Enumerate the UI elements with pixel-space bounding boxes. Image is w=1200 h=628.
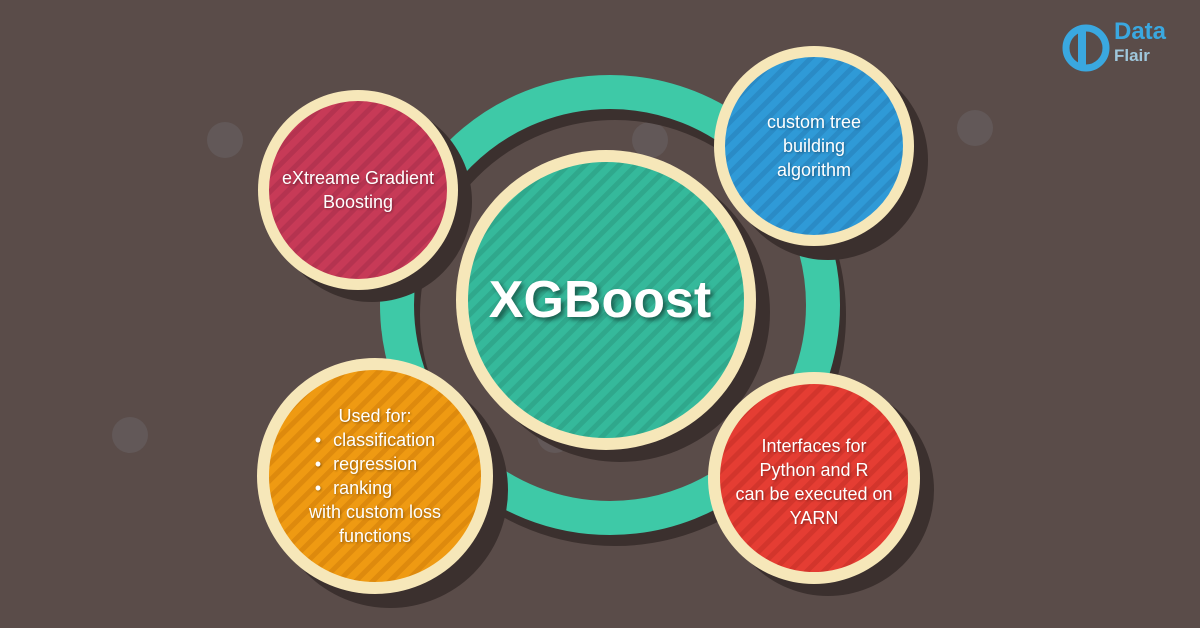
- node-top-left-circle: [269, 101, 447, 279]
- used-for-item-regression: regression: [315, 452, 435, 476]
- logo-text-flair: Flair: [1114, 46, 1150, 65]
- used-for-heading: Used for:: [338, 406, 412, 426]
- node-top-left-text: eXtreame Gradient Boosting: [281, 168, 435, 212]
- used-for-item-ranking: ranking: [315, 476, 435, 500]
- node-top-right-text: custom tree building algorithm: [766, 112, 862, 180]
- outer-ring: [380, 75, 840, 535]
- used-for-footer: with custom loss functions: [308, 502, 442, 546]
- used-for-item-classification: classification: [315, 428, 435, 452]
- node-top-right-circle: [725, 57, 903, 235]
- logo-text-data: Data: [1114, 18, 1167, 45]
- used-for-list: classification regression ranking: [315, 428, 435, 500]
- dataflair-logo-icon: [1062, 24, 1110, 72]
- node-bottom-left-text: Used for: classification regression rank…: [285, 402, 465, 550]
- node-bottom-right-text: Interfaces for Python and R can be execu…: [735, 436, 893, 528]
- node-bottom-right-circle: [720, 384, 908, 572]
- dataflair-logo: Data Flair: [1060, 18, 1180, 74]
- center-title: XGBoost: [488, 271, 712, 329]
- center-circle: [468, 162, 744, 438]
